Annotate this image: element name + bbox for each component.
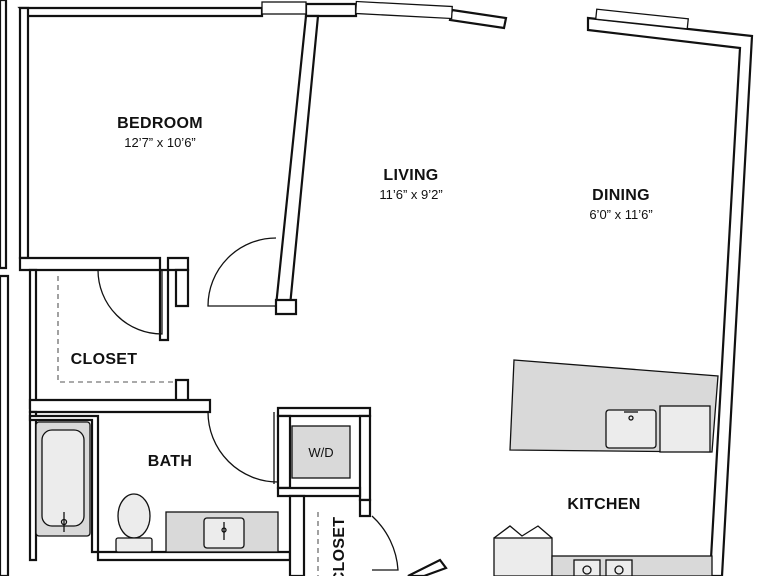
door-bedroom-closet [97, 269, 163, 335]
kitchen-counter [493, 525, 713, 576]
room-name: DINING [592, 187, 650, 204]
room-label-hall-closet: CLOSET [331, 517, 348, 576]
bathtub-icon [35, 421, 91, 537]
room-label-closet: CLOSET [71, 351, 138, 368]
door-bath [207, 411, 279, 483]
washer-dryer-unit [291, 425, 351, 479]
room-name: BEDROOM [117, 115, 203, 132]
room-name: LIVING [383, 167, 438, 184]
window-bedroom [261, 1, 307, 15]
sink-icon [605, 409, 657, 449]
window-living [355, 0, 453, 20]
room-dimensions: 11’6” x 9’2” [379, 187, 442, 202]
toilet-icon [115, 493, 153, 553]
windows [261, 0, 689, 30]
room-label-kitchen: KITCHEN [567, 496, 640, 513]
closet-shelf-bedroom [57, 276, 176, 383]
kitchen-island [509, 359, 719, 453]
stove-icon [573, 559, 601, 576]
room-label-bath: BATH [148, 453, 192, 470]
door-bedroom [207, 237, 277, 307]
interior-walls [18, 14, 372, 576]
room-dimensions: 12’7” x 10’6” [124, 135, 196, 150]
room-label-living: LIVING 11’6” x 9’2” [379, 167, 442, 202]
door-hall-closet [371, 515, 399, 571]
room-label-wd: W/D [308, 445, 333, 460]
doors [97, 237, 448, 576]
room-label-dining: DINING 6’0” x 11’6” [589, 187, 652, 222]
window-dining [595, 8, 689, 30]
room-dimensions: 6’0” x 11’6” [589, 207, 652, 222]
bath-vanity [165, 511, 279, 553]
refrigerator-icon [493, 537, 553, 576]
entry-door [407, 558, 448, 576]
room-label-bedroom: BEDROOM 12’7” x 10’6” [117, 115, 203, 150]
dishwasher-icon [659, 405, 711, 453]
